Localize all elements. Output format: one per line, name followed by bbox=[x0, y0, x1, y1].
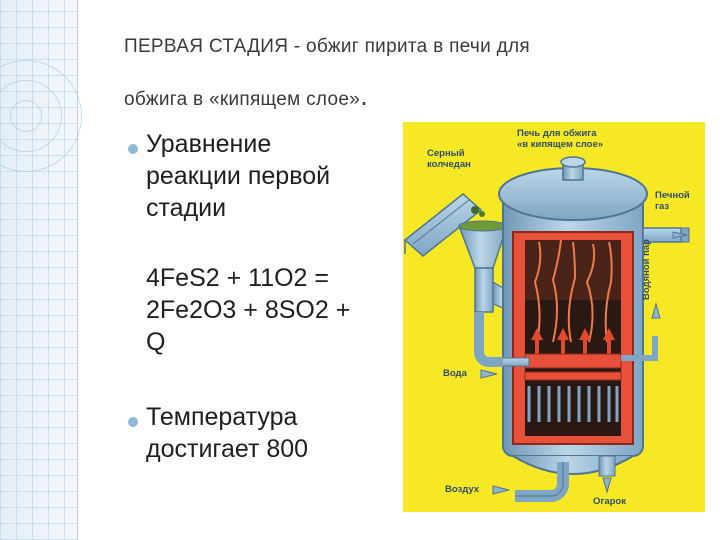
bullet-line: реакции первой bbox=[146, 162, 331, 190]
furnace-illustration bbox=[403, 156, 690, 502]
bullet-line: достигает 800 bbox=[146, 435, 309, 463]
label-air: Воздух bbox=[445, 484, 480, 495]
decorative-ring bbox=[10, 100, 42, 132]
title-line-2-text: обжига в «кипящем слое» bbox=[124, 89, 361, 110]
furnace-body bbox=[498, 156, 648, 457]
fluidized-bed-fire bbox=[533, 239, 613, 343]
pyrite-chute bbox=[403, 193, 485, 257]
reaction-equation: 4FeS2 + 11O2 = 2Fe2O3 + 8SO2 + Q bbox=[146, 262, 350, 358]
label-water: Вода bbox=[443, 368, 467, 379]
label-furnace-line: Печь для обжига bbox=[517, 128, 597, 139]
slide-title-line-2: обжига в «кипящем слое». bbox=[124, 80, 368, 112]
equation-line: Q bbox=[146, 328, 166, 356]
title-period: . bbox=[360, 80, 369, 111]
label-cinder: Огарок bbox=[593, 496, 626, 507]
label-pyrite-line: Серный bbox=[427, 148, 465, 159]
equation-line: 2Fe2O3 + 8SO2 + bbox=[146, 296, 351, 324]
air-grate bbox=[527, 386, 619, 422]
slide-title-line-1: ПЕРВАЯ СТАДИЯ - обжиг пирита в печи для bbox=[124, 36, 530, 57]
label-gas: Печной газ bbox=[655, 190, 690, 212]
side-pipe bbox=[474, 312, 503, 367]
bullet-dot bbox=[128, 417, 138, 427]
furnace-bottom bbox=[512, 455, 634, 502]
label-gas-line: Печной bbox=[655, 190, 690, 201]
label-gas-line: газ bbox=[655, 201, 670, 212]
water-in-arrow bbox=[480, 369, 498, 379]
furnace-diagram: Печь для обжига «в кипящем слое» Серный … bbox=[403, 122, 705, 512]
bullet-line: Температура bbox=[146, 403, 298, 431]
bullet-temperature: Температура достигает 800 bbox=[146, 401, 308, 465]
bullet-dot bbox=[128, 144, 138, 154]
flow-arrows bbox=[480, 231, 688, 495]
bullet-line: стадии bbox=[146, 194, 227, 222]
gas-outlet bbox=[642, 227, 690, 243]
label-pyrite-line: колчедан bbox=[427, 159, 471, 170]
decorative-side-band bbox=[0, 0, 82, 540]
air-in-arrow bbox=[492, 485, 510, 495]
gas-out-arrow bbox=[672, 231, 688, 239]
bullet-equation-heading: Уравнение реакции первой стадии bbox=[146, 128, 330, 224]
decorative-ring bbox=[0, 80, 62, 152]
bullet-line: Уравнение bbox=[146, 130, 272, 158]
upflow-arrows bbox=[531, 328, 615, 354]
label-steam: Водяной пар bbox=[641, 239, 652, 300]
equation-line: 4FeS2 + 11O2 = bbox=[146, 264, 329, 292]
label-pyrite: Серный колчедан bbox=[427, 148, 471, 170]
steam-out-arrow bbox=[651, 302, 661, 319]
label-furnace: Печь для обжига «в кипящем слое» bbox=[517, 128, 603, 150]
label-furnace-line: «в кипящем слое» bbox=[517, 139, 604, 150]
cooling-coil bbox=[494, 336, 658, 381]
cinder-out-arrow bbox=[602, 477, 612, 494]
